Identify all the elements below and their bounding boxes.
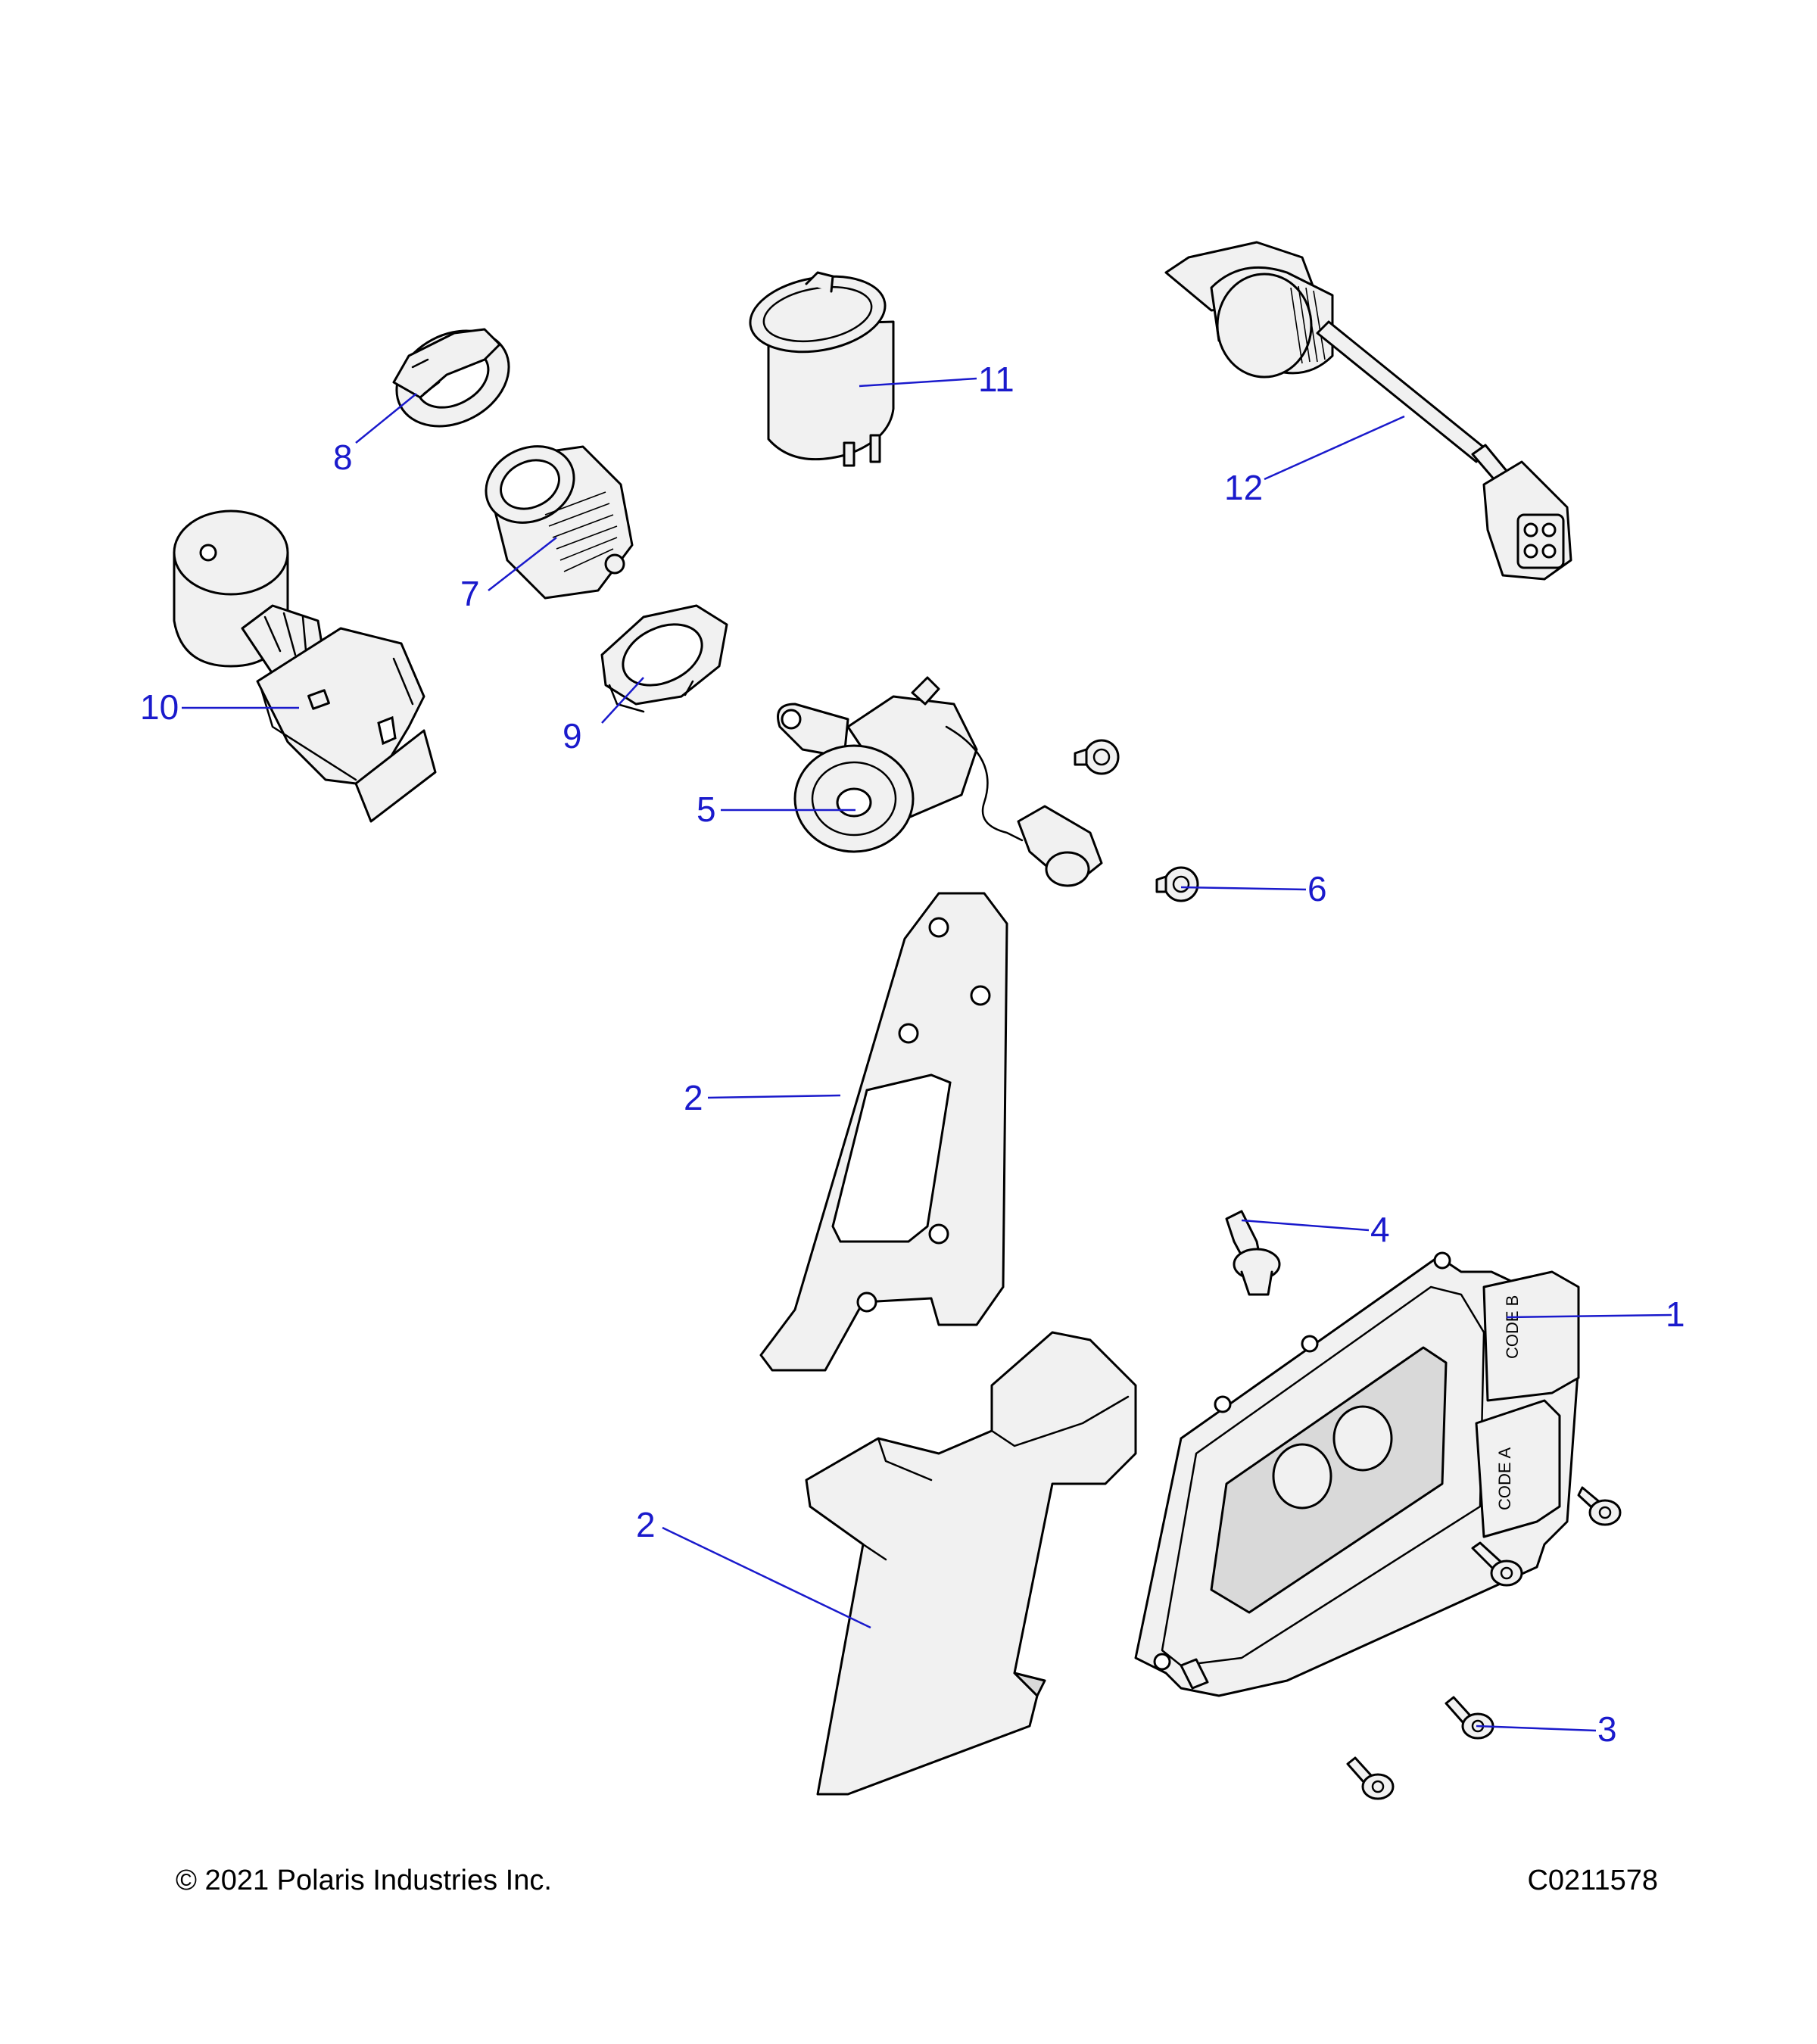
leader-2-lower [662, 1526, 871, 1629]
part-4-clip [1225, 1210, 1281, 1296]
part-2-bracket-upper [759, 892, 1008, 1372]
leader-1 [1506, 1313, 1672, 1319]
leader-2-upper [707, 1094, 841, 1099]
part-8-lock-nut [392, 328, 510, 428]
callout-4: 4 [1370, 1210, 1390, 1249]
part-1-ecu-module: CODE B CODE A [1134, 1251, 1580, 1697]
leader-4 [1241, 1219, 1370, 1232]
leader-lines [182, 377, 1672, 1732]
leader-11 [859, 377, 977, 388]
callout-10: 10 [140, 687, 179, 727]
leader-7 [488, 537, 557, 591]
ecu-code-a-label: CODE A [1495, 1447, 1514, 1510]
screw-3d [1346, 1756, 1395, 1800]
callout-6: 6 [1307, 869, 1327, 908]
leader-6 [1180, 886, 1307, 891]
leader-12 [1264, 415, 1405, 481]
callout-5: 5 [697, 790, 716, 829]
part-5-power-outlet [777, 676, 1103, 887]
callout-8: 8 [333, 438, 353, 477]
part-12-sensor-harness [1164, 241, 1572, 581]
screw-3a [1577, 1486, 1622, 1526]
leader-3 [1476, 1725, 1597, 1732]
part-11-relay-housing [749, 271, 895, 467]
callout-2-lower: 2 [636, 1505, 656, 1544]
part-3-screws [1346, 1486, 1622, 1800]
copyright-notice: © 2021 Polaris Industries Inc. [176, 1865, 552, 1896]
screw-3c [1445, 1696, 1494, 1740]
callout-9: 9 [563, 716, 582, 756]
callout-12: 12 [1224, 468, 1263, 507]
callout-3: 3 [1597, 1709, 1617, 1749]
leader-8 [355, 393, 417, 444]
callout-2-upper: 2 [684, 1078, 703, 1117]
part-10-ignition-switch [173, 509, 437, 823]
drawing-number: C0211578 [1527, 1865, 1658, 1896]
callout-1: 1 [1666, 1295, 1685, 1334]
screw-3b [1471, 1541, 1523, 1587]
callout-numbers: 1 2 2 3 4 5 6 7 8 9 10 11 12 [140, 360, 1685, 1749]
ecu-code-b-label: CODE B [1503, 1295, 1522, 1359]
leader-9 [601, 677, 644, 724]
callout-11: 11 [978, 360, 1014, 399]
part-7-socket-housing [485, 445, 634, 600]
part-9-locking-ring [600, 604, 728, 713]
part-2-cover-lower [805, 1331, 1137, 1796]
callout-7: 7 [460, 574, 480, 613]
part-6-screws [1074, 739, 1199, 902]
